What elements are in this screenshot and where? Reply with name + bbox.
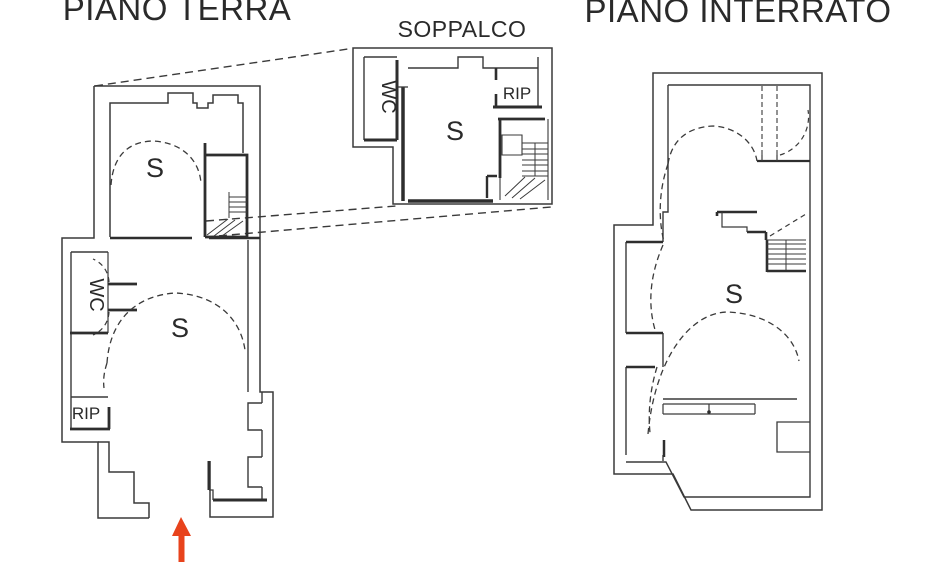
- terra-right-wall-notches: [247, 240, 263, 500]
- soppalco-wc-room: [363, 56, 399, 142]
- callout-line-mid: [205, 205, 397, 222]
- interrato-outer-walls: [613, 72, 823, 511]
- soppalco-room-wc-label: WC: [377, 80, 399, 113]
- terra-stair-winders: [206, 218, 244, 237]
- terra-room-s-upper-label: S: [146, 153, 164, 183]
- soppalco-plan: S WC RIP: [352, 47, 553, 205]
- soppalco-rip-walls: [496, 57, 539, 107]
- terra-entrance-step: [209, 489, 214, 500]
- soppalco-stair-winders: [504, 176, 546, 200]
- terra-door-stub-walls: [108, 282, 137, 312]
- entrance-arrow: [172, 517, 191, 562]
- piano-interrato-plan: S: [613, 72, 823, 511]
- terra-outer-walls: [61, 85, 274, 519]
- interrato-vault-contour-dashed: [648, 163, 669, 434]
- terra-upper-room-inner-walls: [109, 92, 244, 237]
- soppalco-wc-thick-walls: [364, 60, 399, 142]
- terra-upper-arch-dashed: [110, 140, 202, 186]
- terra-wc-door-swing-arcs: [92, 258, 110, 336]
- interrato-shelf-lines: [662, 403, 756, 415]
- terra-lower-arch-dashed: [102, 292, 246, 389]
- callout-line-bottom: [205, 206, 552, 238]
- terra-room-wc-label: WC: [85, 278, 107, 311]
- terra-wc-room: [70, 251, 137, 429]
- terra-rip-walls: [70, 407, 111, 431]
- interrato-upper-arch-dashed: [667, 125, 758, 165]
- interrato-door-swing-arc: [779, 109, 810, 156]
- interrato-inner-walls: [625, 84, 811, 498]
- piano-interrato-title: PIANO INTERRATO: [585, 0, 892, 29]
- piano-terra-title: PIANO TERRA: [63, 0, 292, 27]
- soppalco-room-rip-label: RIP: [503, 84, 531, 103]
- soppalco-outer-walls: [352, 47, 553, 205]
- terra-wc-walls: [70, 251, 108, 429]
- terra-room-s-lower-label: S: [171, 313, 189, 343]
- terra-room-rip-label: RIP: [72, 404, 100, 423]
- interrato-stair-direction-dashed: [769, 213, 807, 237]
- interrato-partition-walls: [715, 210, 768, 240]
- soppalco-wc-walls: [363, 56, 397, 140]
- soppalco-stair-corner-wall: [485, 174, 497, 198]
- soppalco-title: SOPPALCO: [398, 16, 527, 42]
- interrato-room-s-label: S: [725, 279, 743, 309]
- terra-stair-treads: [228, 192, 247, 218]
- soppalco-room-s-label: S: [446, 116, 464, 146]
- piano-terra-plan: S S WC RIP: [61, 85, 274, 562]
- interrato-partition-inner: [721, 212, 748, 232]
- soppalco-stair-treads: [522, 142, 548, 177]
- interrato-staircase: [765, 213, 807, 273]
- soppalco-top-inner-wall: [408, 56, 496, 69]
- interrato-recess-walls: [626, 240, 663, 369]
- interrato-dashed-opening: [761, 86, 778, 158]
- soppalco-stair-walls: [498, 117, 545, 178]
- soppalco-rip-room: [493, 57, 542, 109]
- callout-line-top: [94, 48, 349, 87]
- interrato-stair-treads: [767, 239, 806, 272]
- soppalco-callout-lines: [94, 48, 552, 238]
- terra-rip-room: [70, 396, 111, 431]
- soppalco-staircase: [485, 117, 549, 200]
- interrato-counter: [662, 398, 797, 415]
- interrato-shelf-dot: [707, 410, 711, 414]
- interrato-wall-ticks: [761, 155, 778, 161]
- interrato-lower-arch-dashed: [647, 311, 800, 435]
- interrato-right-niche: [776, 421, 810, 453]
- terra-staircase: [203, 143, 249, 239]
